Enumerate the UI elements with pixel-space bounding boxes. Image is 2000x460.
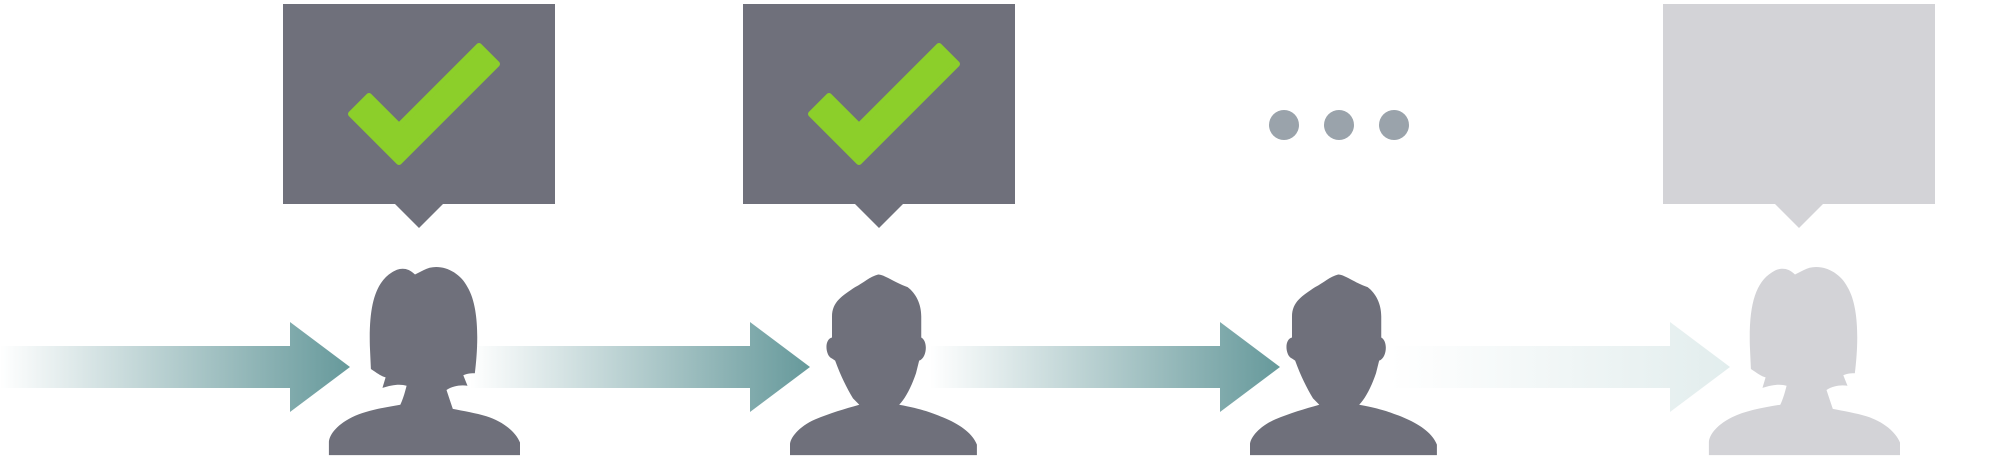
- dot: [1379, 110, 1409, 140]
- step-1-bubble: [283, 4, 555, 228]
- arrow-shape: [1390, 322, 1730, 412]
- arrow-shape: [0, 322, 350, 412]
- flow-arrow: [470, 322, 810, 412]
- arrow-shape: [470, 322, 810, 412]
- step-2-bubble: [743, 4, 1015, 228]
- flow-arrow: [1390, 322, 1730, 412]
- check-icon: [808, 43, 960, 165]
- arrow-shape: [930, 322, 1280, 412]
- ellipsis-icon: [1269, 110, 1409, 140]
- dot: [1324, 110, 1354, 140]
- flow-arrow: [0, 322, 350, 412]
- flow-arrow: [930, 322, 1280, 412]
- speech-bubble: [1663, 4, 1935, 228]
- dot: [1269, 110, 1299, 140]
- step-4-bubble: [1663, 4, 1935, 228]
- check-icon: [348, 43, 500, 165]
- woman-avatar-icon: [1708, 267, 1900, 456]
- step-3-bubble: [1269, 110, 1409, 140]
